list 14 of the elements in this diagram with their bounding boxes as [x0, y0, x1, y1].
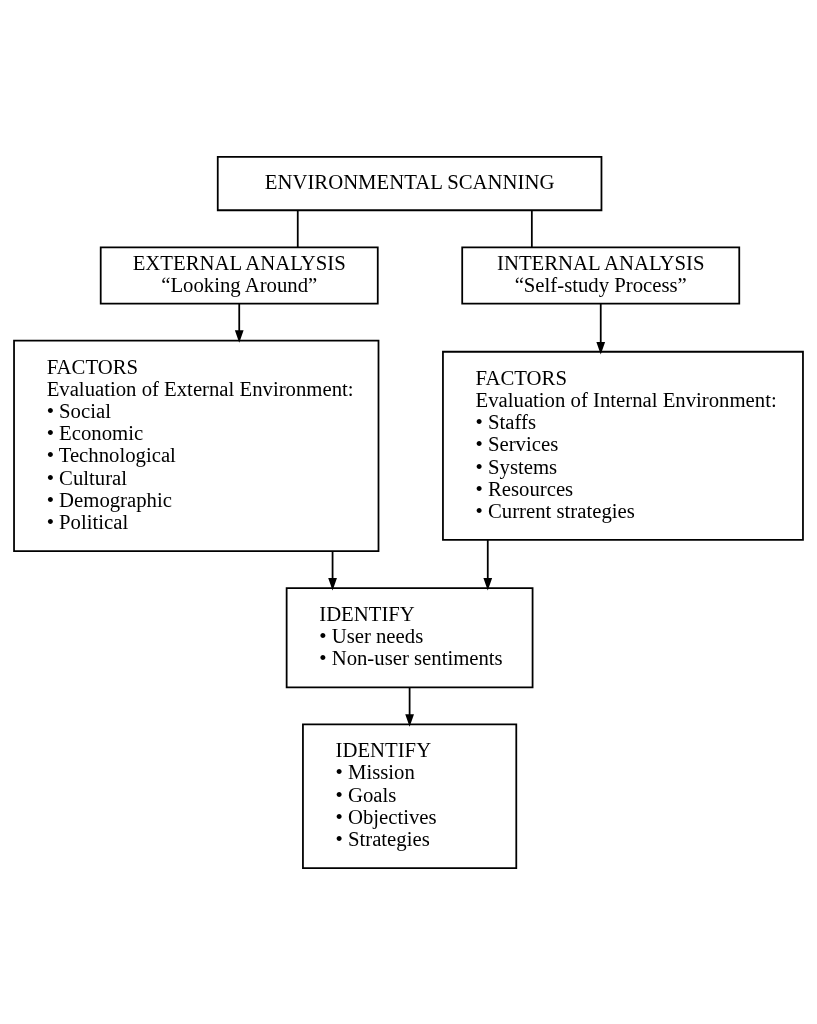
node-box: EXTERNAL ANALYSIS “Looking Around” [99, 245, 379, 304]
arrow [405, 686, 414, 727]
node-box: FACTORS Evaluation of Internal Environment: • Staffs • Services • Systems • Resources • Current strategies [442, 350, 804, 541]
connector [530, 209, 533, 248]
node-box: FACTORS Evaluation of External Environment: • Social • Economic • Technological • Cultural • Demographic • Political [13, 339, 380, 552]
arrow [328, 549, 337, 591]
node-box: ENVIRONMENTAL SCANNING [216, 155, 603, 211]
node-box: IDENTIFY • Mission • Goals • Objectives • Strategies [302, 722, 518, 869]
arrow [234, 302, 244, 343]
connector [296, 209, 299, 248]
arrow [596, 302, 606, 354]
node-box: INTERNAL ANALYSIS “Self-study Process” [461, 245, 741, 304]
arrow [483, 538, 493, 590]
node-box: IDENTIFY • User needs • Non-user sentiments [285, 586, 534, 688]
